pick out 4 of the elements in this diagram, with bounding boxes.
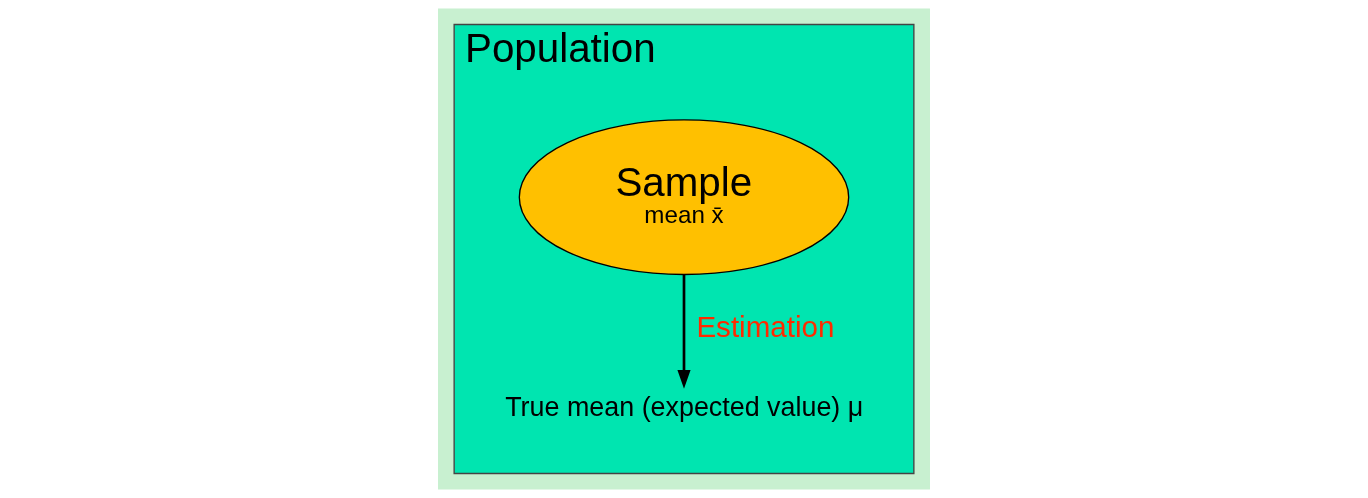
node-ellipse: Sample mean x̄	[518, 119, 850, 276]
arrow	[677, 274, 691, 389]
node-text: True mean (expected value) μ	[505, 391, 864, 422]
edge-label: Estimation	[696, 310, 835, 344]
